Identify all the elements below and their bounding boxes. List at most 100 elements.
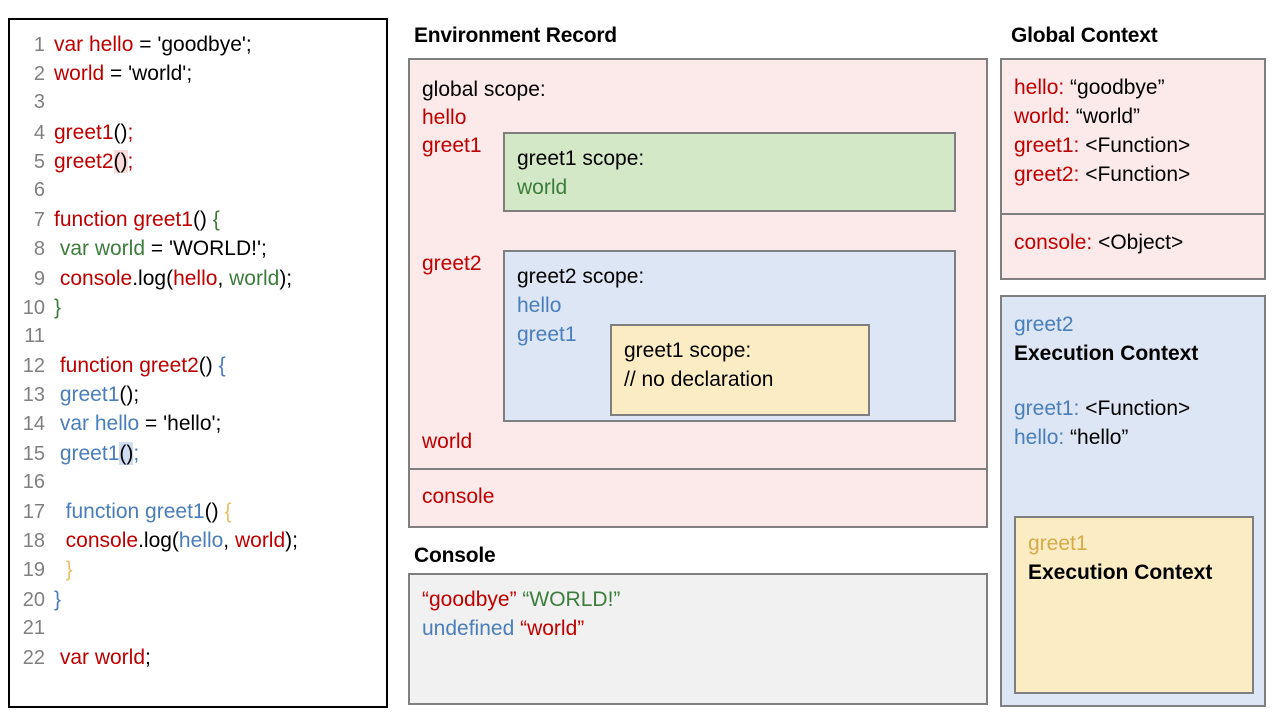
global-context-row: console: <Object> xyxy=(1014,228,1264,257)
line-number: 20 xyxy=(22,588,45,611)
greet1-scope-box: greet1 scope: world xyxy=(503,132,956,212)
console-line-2-world: “world” xyxy=(520,617,585,640)
code-token: var world xyxy=(54,645,146,669)
code-token: { xyxy=(224,500,232,523)
greet2-execution-context-row: greet1: <Function> xyxy=(1014,394,1264,423)
line-number: 17 xyxy=(22,501,45,523)
code-token: () xyxy=(198,354,219,378)
line-number: 3 xyxy=(33,91,45,114)
global-scope-entry-hello: hello xyxy=(422,106,467,129)
greet2-ec-key-greet1: greet1: xyxy=(1014,397,1086,420)
line-number: 18 xyxy=(22,530,45,553)
code-line: 14 var hello = 'hello'; xyxy=(10,409,386,438)
code-token: function greet1 xyxy=(54,208,193,232)
code-token: } xyxy=(54,558,73,582)
code-token: greet1 xyxy=(54,383,120,407)
code-token: var hello xyxy=(54,33,134,56)
code-text: greet1(); xyxy=(54,439,139,468)
code-token: console xyxy=(54,266,133,290)
code-token: function greet1 xyxy=(54,500,205,523)
line-number: 22 xyxy=(22,646,45,669)
code-line: 13 greet1(); xyxy=(10,380,386,409)
greet1-inner-scope-box: greet1 scope: // no declaration xyxy=(610,324,870,416)
greet2-scope-title: greet2 scope: xyxy=(517,265,645,288)
code-token: { xyxy=(218,354,226,378)
global-context-value-greet2: <Function> xyxy=(1085,163,1191,186)
code-text: } xyxy=(54,293,61,322)
code-token: } xyxy=(54,295,62,319)
code-token: = 'hello'; xyxy=(139,412,222,436)
code-token: () xyxy=(119,441,134,465)
code-token: greet2 xyxy=(54,149,114,173)
code-token: greet1 xyxy=(54,441,120,465)
greet1-scope-title: greet1 scope: xyxy=(517,147,645,170)
global-context-row: world: “world” xyxy=(1014,102,1264,131)
console-output-panel: “goodbye” “WORLD!” undefined “world” xyxy=(408,573,988,705)
line-number: 4 xyxy=(33,121,45,144)
code-token: () xyxy=(113,120,128,144)
code-line: 20} xyxy=(10,585,386,614)
code-text: var hello = 'goodbye'; xyxy=(54,30,252,59)
code-token: greet1 xyxy=(54,120,114,144)
code-text: var world = 'WORLD!'; xyxy=(54,234,267,263)
greet2-ec-value-hello: “hello” xyxy=(1070,426,1129,449)
code-text: var world; xyxy=(54,643,151,672)
code-text: function greet1() { xyxy=(54,205,220,234)
code-token: function greet2 xyxy=(54,354,199,378)
code-text: world = 'world'; xyxy=(54,59,192,88)
code-token: () xyxy=(113,149,128,173)
code-token: ; xyxy=(145,645,151,669)
greet2-ec-key-hello: hello: xyxy=(1014,426,1071,449)
code-line: 19 } xyxy=(10,555,386,584)
greet2-execution-context-name: greet2 xyxy=(1014,313,1074,336)
line-number: 11 xyxy=(24,324,45,347)
greet1-inner-scope-comment: // no declaration xyxy=(624,368,774,391)
code-text: greet1(); xyxy=(54,380,139,409)
global-context-row: greet2: <Function> xyxy=(1014,160,1264,189)
console-binding-region: console xyxy=(410,470,986,526)
greet1-execution-context-title: Execution Context xyxy=(1028,561,1213,584)
line-number: 2 xyxy=(33,63,45,86)
code-token: ); xyxy=(279,266,293,290)
global-context-panel: hello: “goodbye” world: “world” greet1: … xyxy=(1000,58,1266,280)
global-context-console-row: console: <Object> xyxy=(1002,215,1264,257)
global-context-key-world: world: xyxy=(1014,105,1076,128)
environment-record-heading: Environment Record xyxy=(414,24,617,47)
line-number: 5 xyxy=(33,150,45,173)
greet1-inner-scope-title: greet1 scope: xyxy=(624,339,752,362)
global-context-row: hello: “goodbye” xyxy=(1014,73,1264,102)
line-number: 19 xyxy=(22,559,45,582)
code-token: var hello xyxy=(54,412,140,436)
code-token: () xyxy=(192,208,213,232)
line-number: 8 xyxy=(33,238,45,261)
code-token: hello xyxy=(173,266,218,290)
code-text: } xyxy=(54,555,73,584)
code-token: = 'world'; xyxy=(104,62,193,86)
global-scope-region: global scope: hello greet1 greet2 world … xyxy=(410,60,986,470)
global-context-heading: Global Context xyxy=(1011,24,1158,47)
code-line: 15 greet1(); xyxy=(10,439,386,468)
code-line: 3 xyxy=(10,88,386,117)
code-text: function greet2() { xyxy=(54,351,226,380)
code-token: { xyxy=(212,208,220,232)
code-line: 11 xyxy=(10,322,386,351)
global-context-key-greet1: greet1: xyxy=(1014,134,1086,157)
console-line-1-world-upper: “WORLD!” xyxy=(522,588,621,611)
line-number: 14 xyxy=(22,413,45,436)
code-token: , xyxy=(217,266,230,290)
code-text: } xyxy=(54,585,61,614)
global-context-row: greet1: <Function> xyxy=(1014,131,1264,160)
code-token: = 'WORLD!'; xyxy=(145,237,267,261)
greet2-execution-context-panel: greet2 Execution Context greet1: <Functi… xyxy=(1000,295,1266,707)
greet2-execution-context-row: hello: “hello” xyxy=(1014,423,1264,452)
console-line-2: undefined “world” xyxy=(422,614,986,643)
console-line-2-undefined: undefined xyxy=(422,617,521,640)
code-token: () xyxy=(204,500,225,523)
global-context-value-hello: “goodbye” xyxy=(1070,76,1165,99)
code-token: world xyxy=(234,529,286,553)
